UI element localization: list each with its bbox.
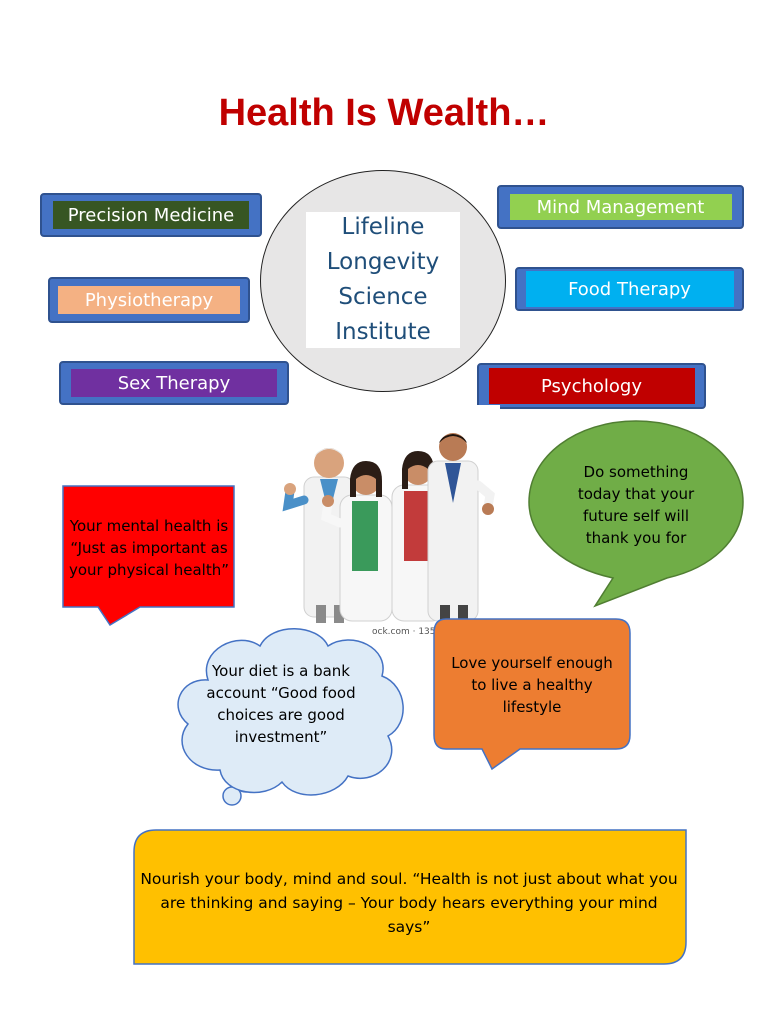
sex-therapy-label: Sex Therapy [71,369,277,397]
love-yourself-bubble-shape [433,618,631,771]
nourish-box-shape [133,829,687,965]
institute-line-2: Longevity [326,249,440,275]
doctors-illustration: ock.com · 1352 [232,405,500,637]
institute-name: Lifeline Longevity Science Institute [306,212,460,348]
food-therapy-box[interactable]: Food Therapy [515,267,744,311]
psychology-label: Psychology [488,368,695,404]
doctors-photo: ock.com · 1352 [232,405,500,637]
food-therapy-label: Food Therapy [525,271,734,307]
mind-management-label: Mind Management [509,194,732,220]
diet-cloud-shape [177,628,404,806]
institute-line-1: Lifeline [341,214,425,240]
mind-management-box[interactable]: Mind Management [497,185,744,229]
future-self-quote: Do something today that your future self… [577,463,695,547]
psychology-box[interactable]: Psychology [477,363,706,409]
mental-health-bubble-shape [62,485,235,627]
precision-medicine-label: Precision Medicine [53,201,249,229]
sex-therapy-box[interactable]: Sex Therapy [59,361,289,405]
love-yourself-quote: Love yourself enough to live a healthy l… [451,654,613,716]
nourish-quote: Nourish your body, mind and soul. “Healt… [140,870,678,936]
physiotherapy-box[interactable]: Physiotherapy [48,277,250,323]
diet-quote: Your diet is a bank account “Good food c… [206,662,356,746]
future-self-bubble-shape [528,420,744,608]
physiotherapy-label: Physiotherapy [58,286,240,314]
precision-medicine-box[interactable]: Precision Medicine [40,193,262,237]
institute-line-4: Institute [335,319,431,345]
institute-line-3: Science [338,284,428,310]
photo-watermark: ock.com · 1352 [372,627,441,637]
page-title: Health Is Wealth… [218,92,550,134]
mental-health-quote: Your mental health is “Just as important… [68,517,229,579]
